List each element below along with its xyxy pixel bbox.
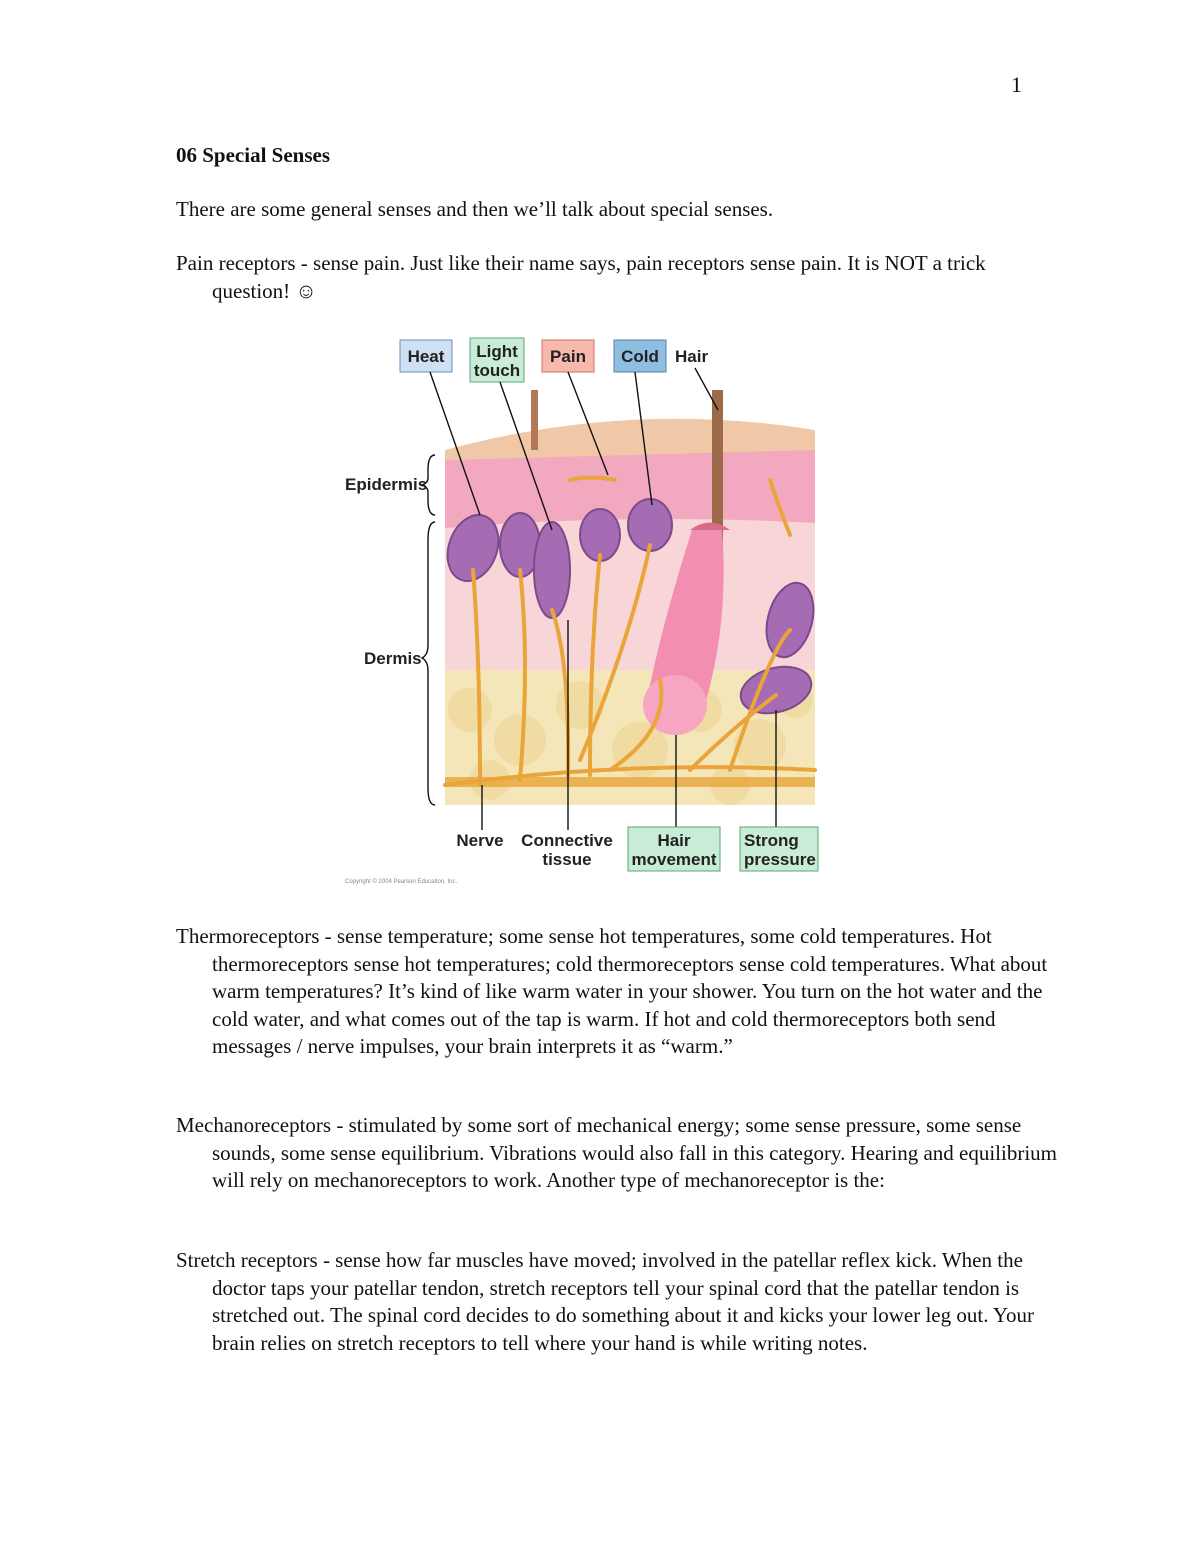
nerve-label: Nerve bbox=[456, 831, 503, 850]
strong-pressure-receptor bbox=[739, 665, 813, 715]
connective-tissue-label-line1: Connective bbox=[521, 831, 613, 850]
cold-label: Cold bbox=[621, 347, 659, 366]
connective-tissue-label-line2: tissue bbox=[542, 850, 591, 869]
light-touch-receptor bbox=[533, 521, 571, 619]
pressure-receptor-1 bbox=[765, 581, 815, 659]
pain-receptors-paragraph: Pain receptors - sense pain. Just like t… bbox=[176, 251, 986, 303]
hair-movement-label-line1: Hair bbox=[657, 831, 690, 850]
strong-pressure-label-line2: pressure bbox=[744, 850, 816, 869]
stretch-receptors-paragraph: Stretch receptors - sense how far muscle… bbox=[176, 1248, 1034, 1355]
hair-movement-label-box bbox=[627, 826, 721, 872]
copyright-notice: Copyright © 2004 Pearson Education, Inc. bbox=[345, 878, 457, 885]
skin-diagram: Heat Light touch Pain Cold Hair Epidermi… bbox=[345, 337, 819, 885]
hair-shaft-left bbox=[531, 390, 538, 450]
dermis-label: Dermis bbox=[364, 649, 422, 668]
pain-label: Pain bbox=[550, 347, 586, 366]
hair-bulb bbox=[643, 675, 707, 735]
hair-shaft bbox=[712, 390, 723, 550]
epidermis-label: Epidermis bbox=[345, 475, 427, 494]
thermoreceptors-paragraph: Thermoreceptors - sense temperature; som… bbox=[176, 924, 1048, 1058]
intro-paragraph: There are some general senses and then w… bbox=[176, 197, 774, 221]
skin-receptors-figure: Heat Light touch Pain Cold Hair Epidermi… bbox=[330, 330, 850, 890]
heat-label-box bbox=[399, 339, 453, 373]
page-number: 1 bbox=[1011, 72, 1022, 97]
cold-label-box bbox=[613, 339, 667, 373]
hair-movement-label-line2: movement bbox=[631, 850, 716, 869]
light-touch-label-line2: touch bbox=[474, 361, 520, 380]
strong-pressure-label-box bbox=[739, 826, 819, 872]
heat-receptor bbox=[446, 514, 500, 582]
pain-label-box bbox=[541, 339, 595, 373]
hair-follicle bbox=[685, 522, 735, 535]
light-touch-label-box bbox=[469, 337, 525, 383]
heat-label: Heat bbox=[408, 347, 445, 366]
mechanoreceptors-paragraph: Mechanoreceptors - stimulated by some so… bbox=[176, 1113, 1058, 1192]
nerve-bundle bbox=[445, 777, 815, 787]
hair-label: Hair bbox=[675, 347, 708, 366]
strong-pressure-label-line1: Strong bbox=[744, 831, 799, 850]
document-title: 06 Special Senses bbox=[176, 143, 331, 167]
light-touch-label-line1: Light bbox=[476, 342, 518, 361]
